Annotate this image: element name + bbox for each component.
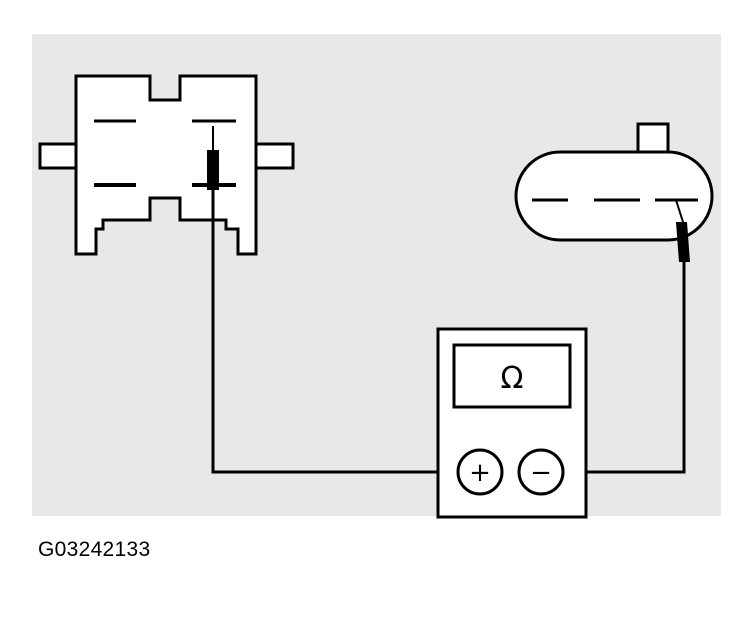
figure-id: G03242133 xyxy=(38,538,151,561)
ohmmeter: Ω + − xyxy=(436,327,588,519)
connector-right-tab xyxy=(253,142,295,170)
sensor xyxy=(514,122,714,242)
ohmmeter-display xyxy=(452,343,572,409)
connector xyxy=(38,74,295,256)
positive-lead-wire xyxy=(211,190,458,474)
connector-left-tab xyxy=(38,142,82,170)
positive-probe xyxy=(207,150,219,190)
positive-test-lead xyxy=(207,126,458,474)
negative-symbol: − xyxy=(530,458,552,488)
sensor-body xyxy=(514,150,714,242)
negative-lead-wire xyxy=(563,262,686,474)
negative-probe-tip xyxy=(675,199,684,223)
negative-terminal xyxy=(517,448,565,496)
positive-symbol: + xyxy=(469,458,491,488)
negative-test-lead xyxy=(563,199,690,474)
negative-probe xyxy=(676,222,690,262)
positive-terminal xyxy=(456,448,504,496)
ohm-symbol: Ω xyxy=(501,361,524,396)
